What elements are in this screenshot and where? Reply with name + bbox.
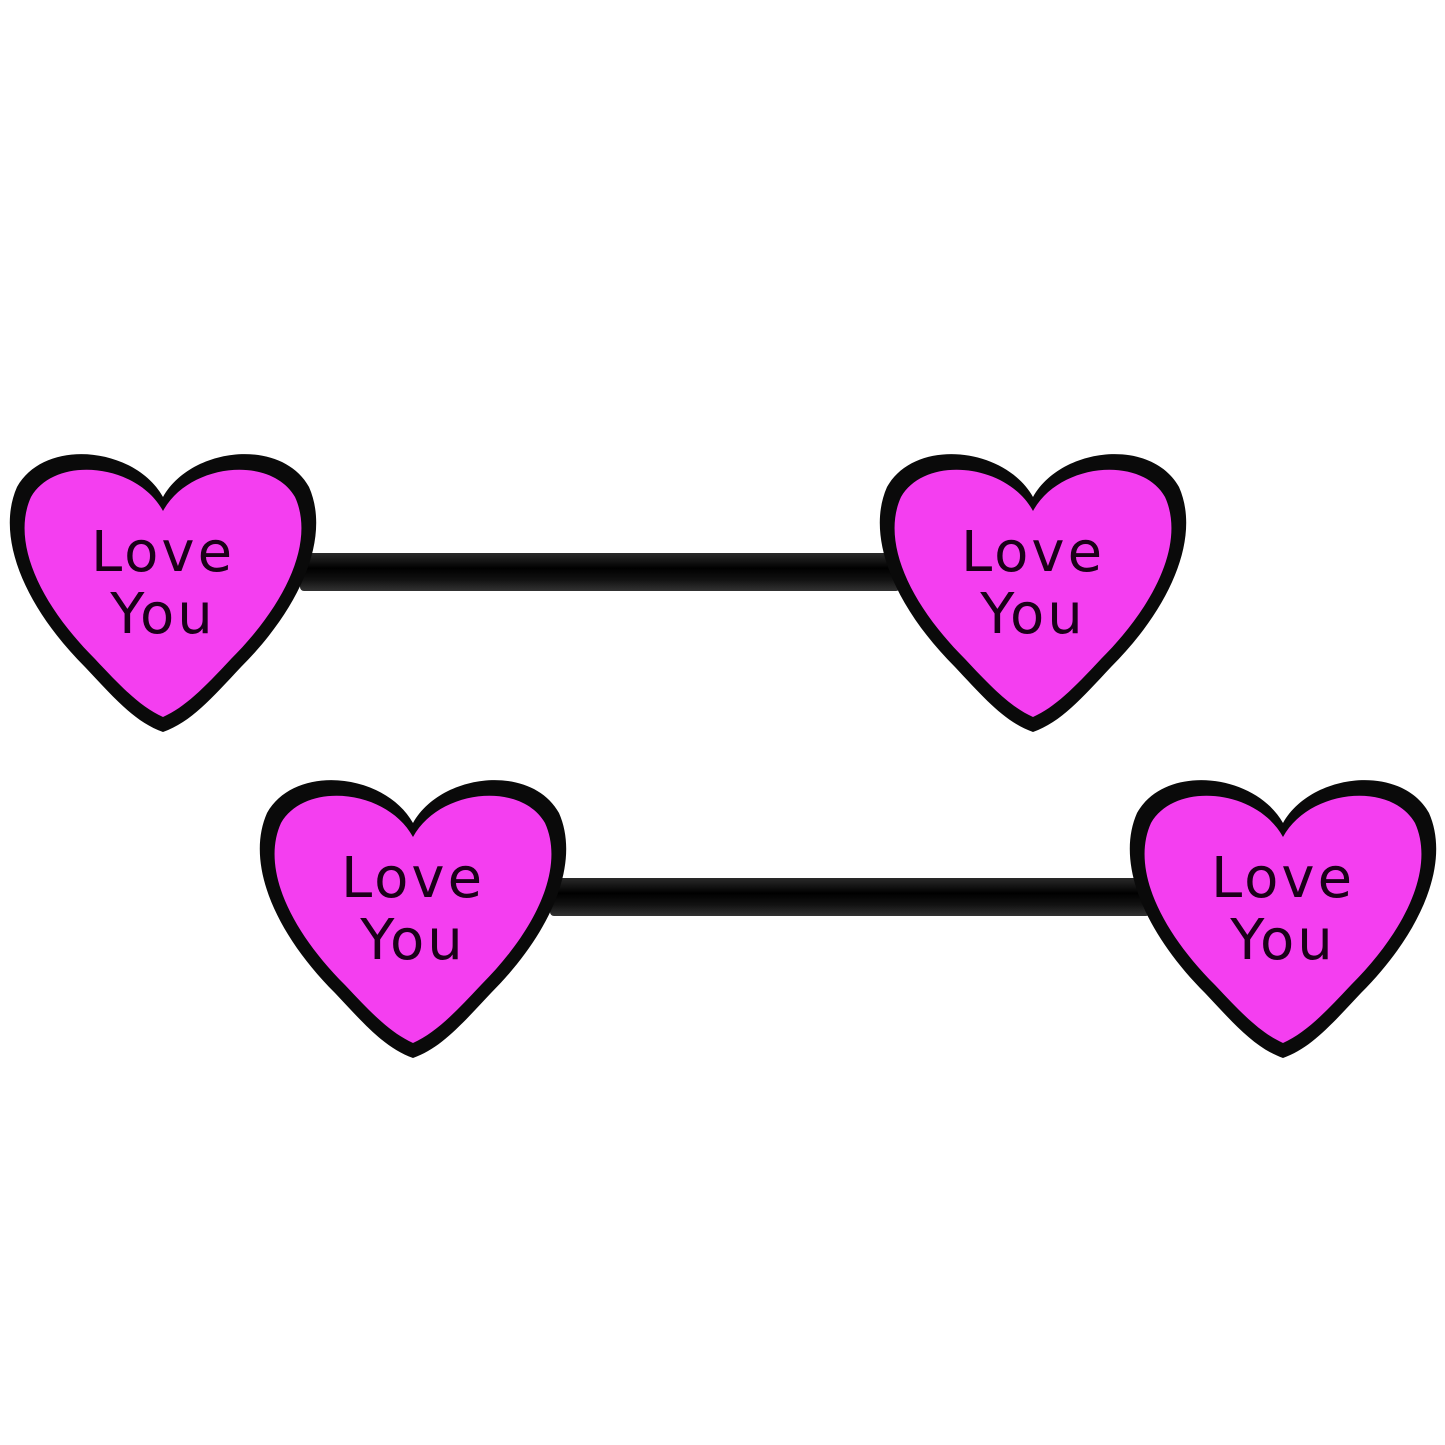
heart-end: Love You bbox=[1125, 763, 1441, 1063]
heart-end: Love You bbox=[255, 763, 571, 1063]
heart-end: Love You bbox=[5, 437, 321, 737]
heart-icon bbox=[1129, 780, 1437, 1058]
bar bbox=[550, 878, 1150, 916]
heart-icon bbox=[9, 454, 317, 732]
heart-end: Love You bbox=[875, 437, 1191, 737]
heart-icon bbox=[879, 454, 1187, 732]
heart-icon bbox=[259, 780, 567, 1058]
bar bbox=[300, 553, 900, 591]
